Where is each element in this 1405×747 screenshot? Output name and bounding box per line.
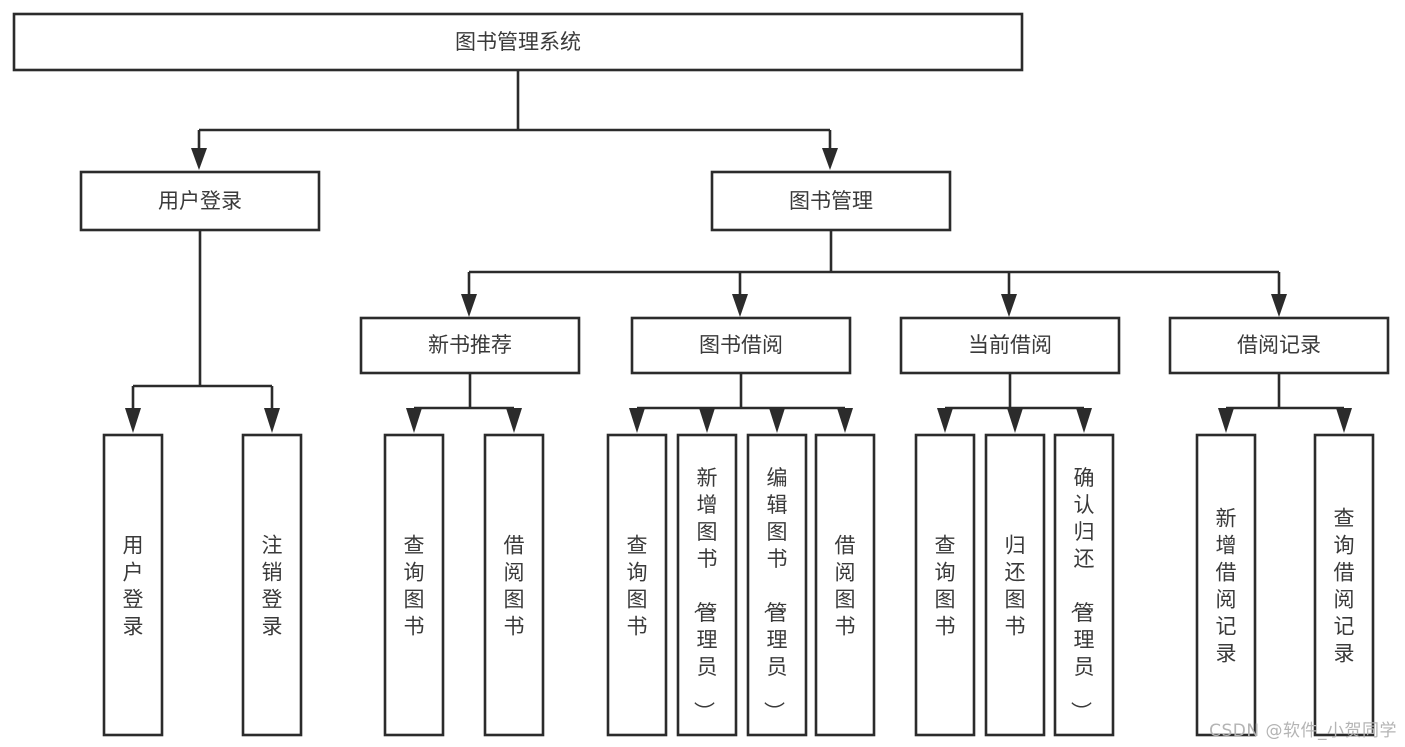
leaf-box [984,433,1046,737]
leaf-box [746,433,808,737]
leaf-label: 借阅图书 [835,534,856,639]
leaf-box [676,433,738,737]
node-new-book-recommend-label: 新书推荐 [428,333,512,357]
leaf-book-borrow-3[interactable]: 借阅图书 [814,433,876,737]
arrow-to-borrow-record [1271,294,1287,317]
node-root-box [12,12,1024,72]
leaf-user-login-0[interactable]: 用户登录 [102,433,164,737]
leaf-box [1313,433,1375,737]
leaf-box [814,433,876,737]
arrow-to-current-borrow [1001,294,1017,317]
leaf-book-borrow-1[interactable]: 新增图书（管理员） [676,433,738,737]
arrow-to-book-borrow [732,294,748,317]
node-book-manage[interactable]: 图书管理 [710,170,952,232]
arrow-to-leaf-current-borrow-0 [937,408,953,433]
node-root-label: 图书管理系统 [455,30,581,54]
arrow-to-book-manage [822,148,838,170]
arrow-to-leaf-borrow-record-1 [1336,408,1352,433]
arrow-to-leaf-new-book-1 [506,408,522,433]
leaf-box [1053,433,1115,737]
arrow-to-new-book [461,294,477,317]
leaf-borrow-record-0[interactable]: 新增借阅记录 [1195,433,1257,737]
node-borrow-record-box [1168,316,1390,375]
leaf-label: 查询图书 [404,534,425,639]
leaf-box [483,433,545,737]
node-book-manage-box [710,170,952,232]
arrow-to-leaf-borrow-record-0 [1218,408,1234,433]
node-root[interactable]: 图书管理系统 [12,12,1024,72]
leaf-box [102,433,164,737]
node-current-borrow-box [899,316,1121,375]
node-borrow-record[interactable]: 借阅记录 [1168,316,1390,375]
leaf-label: 用户登录 [123,534,144,639]
node-user-login[interactable]: 用户登录 [79,170,321,232]
arrow-to-user-login [191,148,207,170]
arrow-to-leaf-user-login-1 [264,408,280,433]
leaf-label: 查询图书 [627,534,648,639]
leaf-label: 注销登录 [262,534,283,639]
arrow-to-leaf-user-login-0 [125,408,141,433]
node-current-borrow[interactable]: 当前借阅 [899,316,1121,375]
leaf-borrow-record-1[interactable]: 查询借阅记录 [1313,433,1375,737]
arrow-to-leaf-book-borrow-0 [629,408,645,433]
leaf-user-login-1[interactable]: 注销登录 [241,433,303,737]
node-current-borrow-label: 当前借阅 [968,333,1052,357]
node-book-borrow[interactable]: 图书借阅 [630,316,852,375]
node-book-borrow-box [630,316,852,375]
node-book-borrow-label: 图书借阅 [699,333,783,357]
node-user-login-label: 用户登录 [158,189,242,213]
leaf-label: 确认归还（管理员） [1069,466,1095,722]
leaf-label: 新增图书（管理员） [692,466,718,722]
leaf-new-book-1[interactable]: 借阅图书 [483,433,545,737]
leaf-label: 编辑图书（管理员） [762,466,788,722]
arrow-to-leaf-book-borrow-2 [769,408,785,433]
csdn-watermark: CSDN @软件_小贺同学 [1209,721,1397,741]
arrow-to-leaf-book-borrow-3 [837,408,853,433]
leaf-box [383,433,445,737]
leaf-current-borrow-1[interactable]: 归还图书 [984,433,1046,737]
leaf-box [1195,433,1257,737]
leaf-box [241,433,303,737]
leaf-label: 查询图书 [935,534,956,639]
leaf-book-borrow-0[interactable]: 查询图书 [606,433,668,737]
node-new-book-recommend-box [359,316,581,375]
arrow-to-leaf-book-borrow-1 [699,408,715,433]
node-new-book-recommend[interactable]: 新书推荐 [359,316,581,375]
leaf-box [914,433,976,737]
leaf-label: 查询借阅记录 [1334,507,1355,666]
leaf-book-borrow-2[interactable]: 编辑图书（管理员） [746,433,808,737]
leaf-new-book-0[interactable]: 查询图书 [383,433,445,737]
arrow-to-leaf-current-borrow-2 [1076,408,1092,433]
leaf-current-borrow-0[interactable]: 查询图书 [914,433,976,737]
leaf-label: 借阅图书 [504,534,525,639]
arrow-to-leaf-current-borrow-1 [1007,408,1023,433]
node-borrow-record-label: 借阅记录 [1237,333,1321,357]
leaf-label: 归还图书 [1005,534,1026,639]
leaf-box [606,433,668,737]
leaf-label: 新增借阅记录 [1216,507,1237,666]
arrow-to-leaf-new-book-0 [406,408,422,433]
node-book-manage-label: 图书管理 [789,189,873,213]
leaf-current-borrow-2[interactable]: 确认归还（管理员） [1053,433,1115,737]
